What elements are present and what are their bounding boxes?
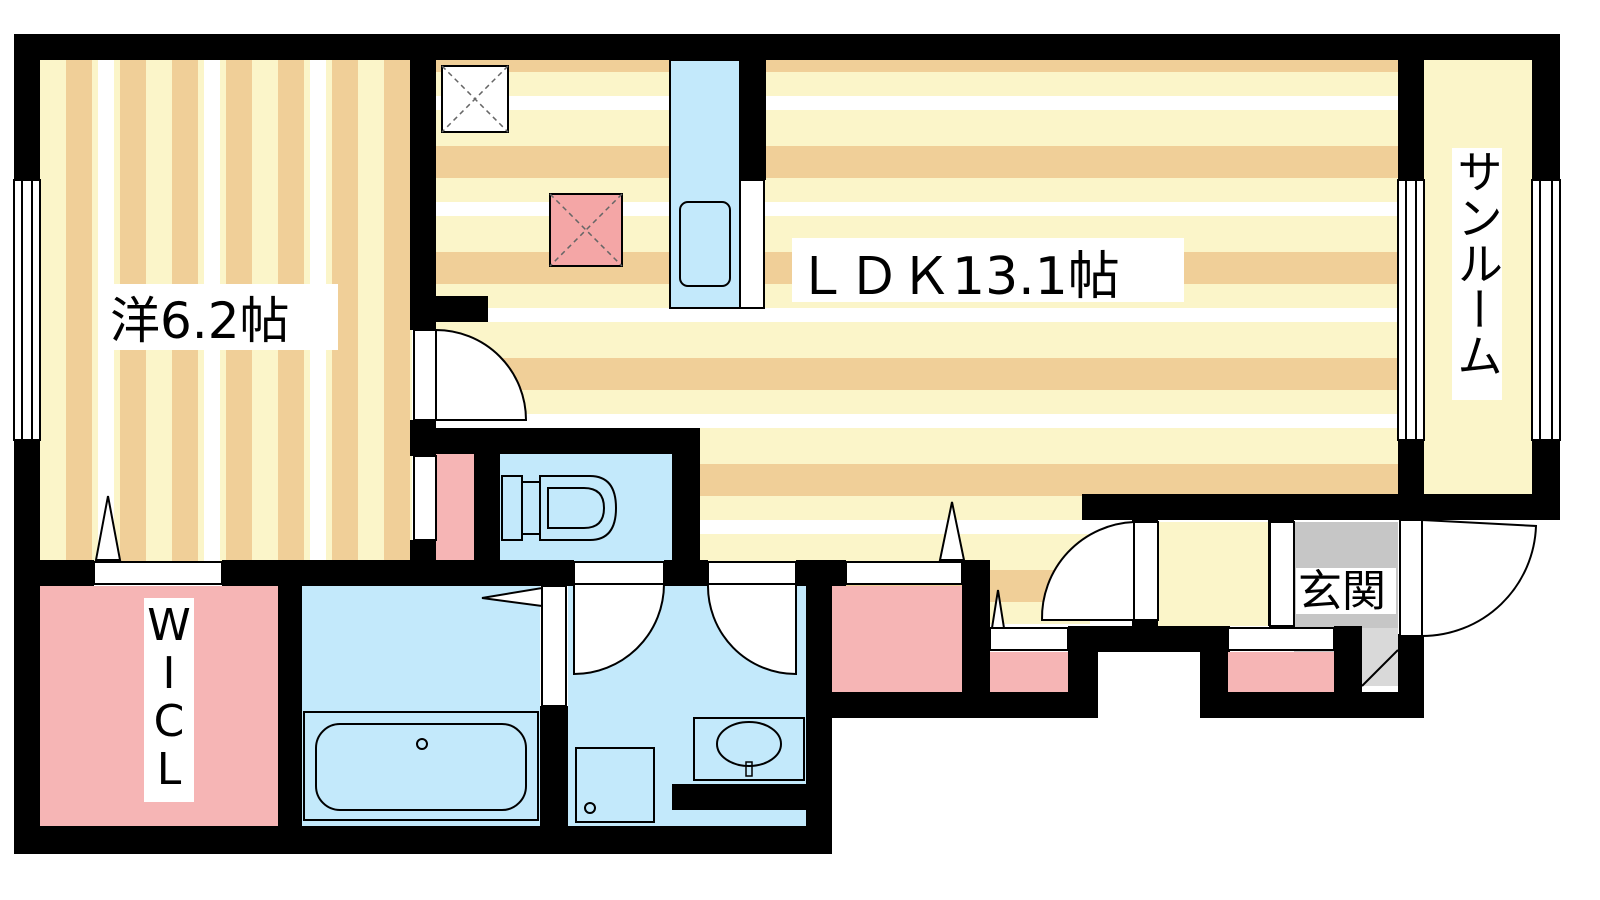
bathtub-drain-icon xyxy=(416,738,428,750)
room-label-sunroom: サンルーム xyxy=(1450,148,1504,378)
label-bg-entrance xyxy=(1296,568,1396,614)
doors xyxy=(413,328,1538,707)
walls xyxy=(14,34,1560,854)
kitchen-sink-icon xyxy=(679,201,731,287)
wic-letter: I xyxy=(163,648,176,699)
kitchen-counter-edge xyxy=(739,179,765,309)
entrance-step-line xyxy=(1361,649,1399,687)
hatch-box-icon xyxy=(549,193,623,267)
bathtub-basin-icon xyxy=(315,723,527,811)
closet-storage-2 xyxy=(990,652,1068,692)
room-label-ldk: ＬＤＫ13.1帖 xyxy=(796,247,1120,307)
washing-machine-space-icon xyxy=(575,747,655,823)
label-bg-western xyxy=(108,284,338,350)
entrance-step xyxy=(1362,628,1398,686)
sliding-indicators xyxy=(94,495,1006,629)
closet-small xyxy=(436,454,474,562)
label-bg-sunroom xyxy=(1452,148,1502,400)
room-label-western: 洋6.2帖 xyxy=(110,292,290,350)
windows xyxy=(13,179,1561,441)
wic-letter: W xyxy=(147,600,191,651)
wic-letter: C xyxy=(154,696,185,747)
washbasin-bowl-icon xyxy=(716,721,782,767)
room-label-entrance: 玄関 xyxy=(1298,566,1386,617)
washbasin-counter-icon xyxy=(693,717,805,781)
kitchen-counter xyxy=(669,59,741,309)
wic-opening xyxy=(93,561,223,585)
bathtub-icon xyxy=(303,711,539,821)
label-bg-ldk xyxy=(792,238,1184,302)
wic-letter: L xyxy=(157,744,182,795)
closet-storage-1 xyxy=(832,586,964,692)
closet-shoe xyxy=(1228,652,1334,692)
toilet-icon xyxy=(501,475,618,541)
label-bg-wic xyxy=(144,598,194,802)
